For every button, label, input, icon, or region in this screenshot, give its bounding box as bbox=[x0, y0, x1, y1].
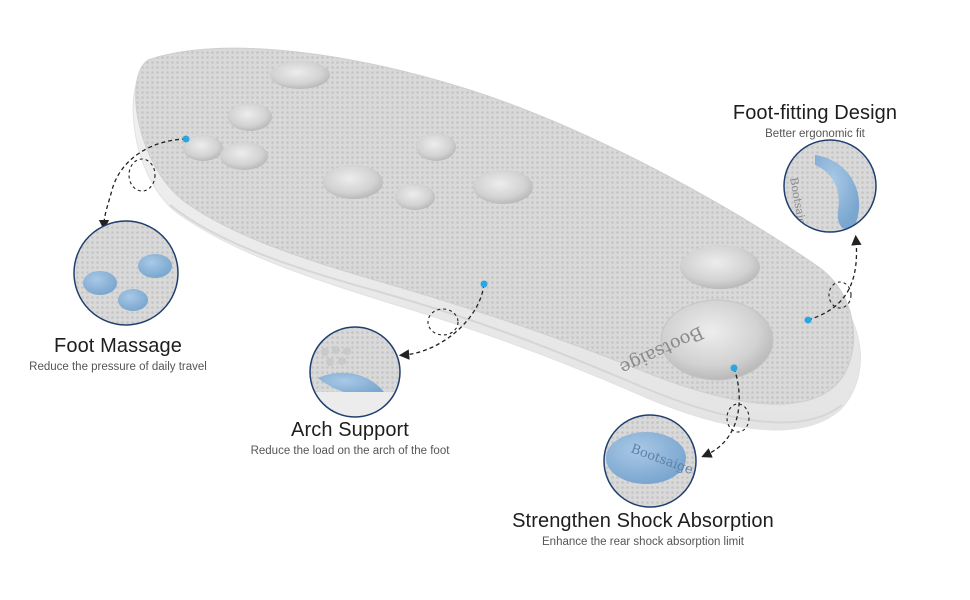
marker-dot bbox=[804, 316, 812, 324]
detail-circle-shock: Bootsaige bbox=[603, 414, 697, 508]
feature-arch-support: Arch Support Reduce the load on the arch… bbox=[230, 419, 470, 457]
massage-bump bbox=[183, 135, 223, 161]
marker-dot bbox=[480, 280, 488, 288]
massage-bump bbox=[220, 142, 268, 170]
detail-circle-fit: Bootsaige bbox=[783, 139, 877, 233]
insole: Bootsaige bbox=[132, 47, 861, 431]
feature-subtitle: Reduce the pressure of daily travel bbox=[29, 361, 207, 373]
feature-shock-absorption: Strengthen Shock Absorption Enhance the … bbox=[498, 510, 788, 548]
massage-bump bbox=[323, 165, 383, 199]
massage-bump bbox=[416, 133, 456, 161]
detail-circle-arch bbox=[309, 326, 401, 418]
feature-foot-massage: Foot Massage Reduce the pressure of dail… bbox=[28, 335, 208, 373]
massage-bump bbox=[228, 103, 272, 131]
feature-title: Foot-fitting Design bbox=[732, 102, 898, 124]
arch-contour bbox=[680, 245, 760, 289]
marker-dot bbox=[730, 364, 738, 372]
feature-title: Arch Support bbox=[291, 419, 409, 441]
callout-connectors bbox=[98, 138, 862, 458]
feature-title: Foot Massage bbox=[54, 335, 182, 357]
callout-loops bbox=[128, 158, 852, 433]
massage-bump bbox=[395, 184, 435, 210]
massage-bump bbox=[270, 61, 330, 89]
feature-title: Strengthen Shock Absorption bbox=[512, 510, 774, 532]
feature-subtitle: Better ergonomic fit bbox=[765, 128, 865, 140]
detail-circle-massage bbox=[73, 220, 179, 326]
heel-cup bbox=[660, 299, 774, 381]
massage-bump bbox=[473, 170, 533, 204]
feature-subtitle: Enhance the rear shock absorption limit bbox=[542, 536, 744, 548]
feature-subtitle: Reduce the load on the arch of the foot bbox=[250, 445, 450, 457]
marker-dot bbox=[182, 135, 190, 143]
feature-foot-fitting-design: Foot-fitting Design Better ergonomic fit bbox=[720, 102, 910, 140]
